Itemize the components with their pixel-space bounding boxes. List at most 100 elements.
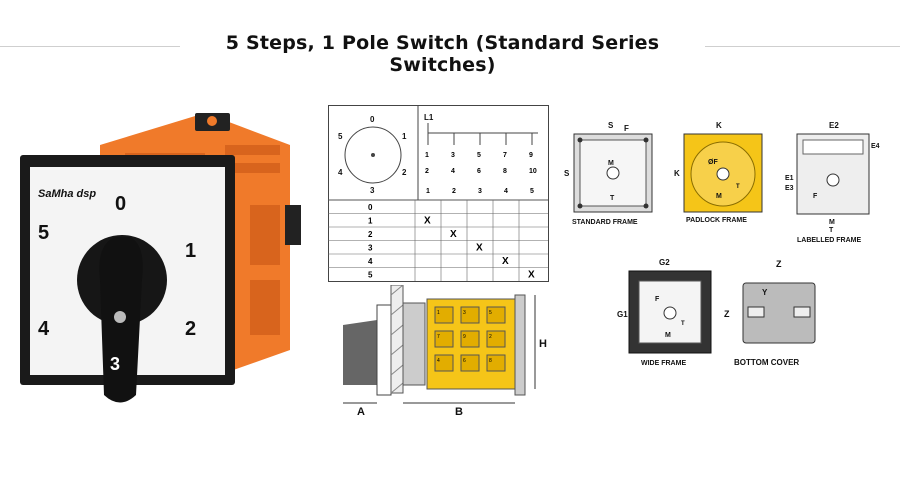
terminal-mid-label: 4 (451, 168, 455, 175)
terminal-top-label: 9 (529, 152, 533, 159)
terminal-top-label: 1 (425, 152, 429, 159)
std-dim-m: M (608, 160, 614, 167)
std-hole-icon (577, 137, 583, 143)
spacer-block (402, 302, 426, 386)
lab-shaft (826, 173, 840, 187)
wide-shaft (663, 306, 677, 320)
dial-center (371, 153, 375, 157)
table-mark: X (450, 229, 457, 240)
bottom-cover-drawing: Z Y Z BOTTOM COVER (724, 259, 816, 367)
module-label: 6 (463, 358, 466, 364)
bc-cover-body (742, 282, 816, 344)
std-hole-icon (577, 203, 583, 209)
position-col-label: 2 (452, 188, 456, 195)
lab-dim-e3: E3 (785, 185, 794, 192)
std-caption: STANDARD FRAME (572, 219, 638, 226)
screw-icon (114, 311, 126, 323)
module-label: 1 (437, 310, 440, 316)
title-rule-left (0, 46, 180, 47)
pad-dim-m: M (716, 193, 722, 200)
lab-label-area (802, 139, 864, 155)
terminal-mid-label: 8 (503, 168, 507, 175)
wide-caption: WIDE FRAME (641, 360, 686, 367)
lab-dim-e1: E1 (785, 175, 794, 182)
labelled-frame-drawing: E2 E4 E1 E3 F M T LABELLED FRAME (785, 121, 880, 244)
module-label: 9 (463, 334, 466, 340)
side-knob (343, 320, 377, 385)
dial-pos-2: 2 (402, 168, 407, 177)
title-rule-right (705, 46, 900, 47)
terminal-top-label: 7 (503, 152, 507, 159)
lab-dim-e2: E2 (829, 121, 839, 130)
wide-dim-g2: G2 (659, 258, 670, 267)
dial-pos-4: 4 (338, 168, 343, 177)
pad-dim-f: ØF (708, 159, 718, 166)
contact-module (434, 306, 454, 324)
dial-label-5: 5 (38, 222, 49, 244)
module-label: 5 (489, 310, 492, 316)
contact-module (460, 330, 480, 348)
lab-dim-f: F (813, 193, 818, 200)
pad-shaft (716, 167, 730, 181)
line-label: L1 (424, 113, 434, 122)
dial-label-0: 0 (115, 193, 126, 215)
pad-dim-k-top: K (716, 121, 722, 130)
lab-dim-m: M (829, 219, 835, 226)
table-row-label: 1 (368, 217, 373, 226)
bc-slot-right (793, 306, 811, 318)
table-mark: X (476, 243, 483, 254)
dim-a-label: A (357, 406, 365, 418)
standard-frame-drawing: S F M T S STANDARD FRAME (564, 121, 653, 226)
table-row-label: 4 (368, 257, 373, 266)
pad-dim-t: T (736, 184, 740, 190)
dial-pos-3: 3 (370, 186, 375, 195)
position-col-label: 4 (504, 188, 508, 195)
terminal-mid-label: 2 (425, 168, 429, 175)
table-mark: X (528, 270, 535, 281)
side-bezel (376, 304, 392, 396)
bc-dim-y: Y (762, 288, 768, 297)
wide-dim-g1: G1 (617, 310, 628, 319)
dial-pos-1: 1 (402, 132, 407, 141)
lab-dim-e4: E4 (871, 143, 880, 150)
pad-dim-k-side: K (674, 169, 680, 178)
title-row: 5 Steps, 1 Pole Switch (Standard Series … (0, 28, 900, 76)
wide-frame-drawing: G2 G1 F M T WIDE FRAME (617, 258, 712, 367)
contact-module (486, 330, 506, 348)
wide-dim-f: F (655, 296, 660, 303)
table-row-label: 0 (368, 203, 373, 212)
dim-h-label: H (539, 338, 547, 350)
end-cap (514, 294, 526, 396)
knob-position-label: 3 (110, 354, 120, 374)
table-row-label: 3 (368, 244, 373, 253)
dial-pos-0: 0 (370, 115, 375, 124)
table-mark: X (502, 256, 509, 267)
dial-label-2: 2 (185, 318, 196, 340)
contact-module (434, 354, 454, 372)
std-dim-f: F (624, 124, 629, 133)
module-label: 8 (489, 358, 492, 364)
diagram-border (328, 105, 549, 282)
std-shaft (606, 166, 620, 180)
module-label: 4 (437, 358, 440, 364)
dial-pos-5: 5 (338, 132, 343, 141)
std-dim-s-top: S (608, 121, 614, 130)
lab-caption: LABELLED FRAME (797, 237, 861, 244)
table-row-label: 2 (368, 230, 373, 239)
terminal-top-label: 3 (451, 152, 455, 159)
contact-module (460, 354, 480, 372)
brand-logo: SaMha dsp (38, 188, 96, 200)
panel-hatch (390, 285, 404, 394)
position-col-label: 1 (426, 188, 430, 195)
mount-hole-icon (207, 116, 217, 126)
position-col-label: 3 (478, 188, 482, 195)
lab-dim-t: T (829, 227, 834, 234)
contact-module (460, 306, 480, 324)
std-dim-s-side: S (564, 169, 570, 178)
bc-dim-z-top: Z (776, 259, 782, 269)
mount-tab-side (285, 205, 301, 245)
terminal-top-label: 5 (477, 152, 481, 159)
page-title: 5 Steps, 1 Pole Switch (Standard Series … (225, 32, 660, 76)
dial-label-4: 4 (38, 318, 50, 340)
